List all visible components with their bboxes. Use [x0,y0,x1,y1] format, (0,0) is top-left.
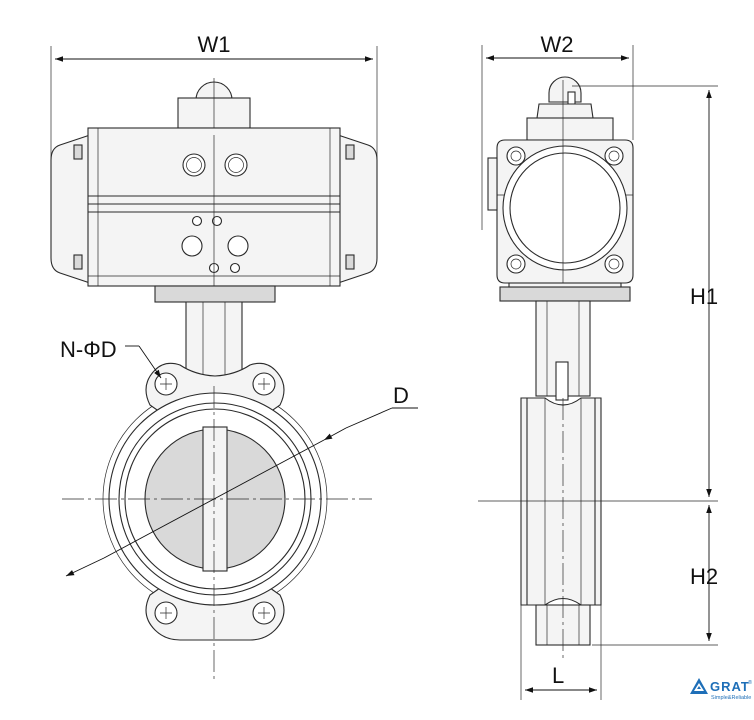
logo-tagline: Simple&Reliable [711,695,751,701]
h2-dimension: H2 [690,505,718,641]
mounting-flange [154,285,276,303]
w2-dimension: W2 [481,32,634,230]
actuator-indicator [177,78,251,130]
l-label: L [552,663,564,688]
logo-name: GRAT [710,679,750,694]
h1-dimension: H1 [690,90,718,497]
actuator-left-cap [50,134,91,284]
side-flange [499,286,631,302]
h2-label: H2 [690,564,718,589]
d-label: D [393,383,409,408]
w2-label: W2 [541,32,574,57]
grat-logo: GRAT ® Simple&Reliable [690,678,752,701]
grat-logo-icon [690,678,708,694]
h1-label: H1 [690,284,718,309]
valve-body [62,362,372,680]
d-dimension: D [65,383,418,577]
l-dimension: L [525,663,597,693]
side-indicator [526,76,614,141]
side-valve-body [520,397,602,660]
n-phi-d-label: N-ΦD [60,337,117,362]
logo-registered: ® [748,679,752,686]
side-actuator [487,139,634,284]
side-neck [535,300,591,401]
actuator-body [73,127,355,287]
w1-dimension: W1 [50,32,378,182]
n-phi-d-callout: N-ΦD [60,337,162,379]
actuator-right-cap [337,134,378,284]
side-view: W2 [478,32,718,700]
w1-label: W1 [198,32,231,57]
front-view: W1 [50,32,418,680]
